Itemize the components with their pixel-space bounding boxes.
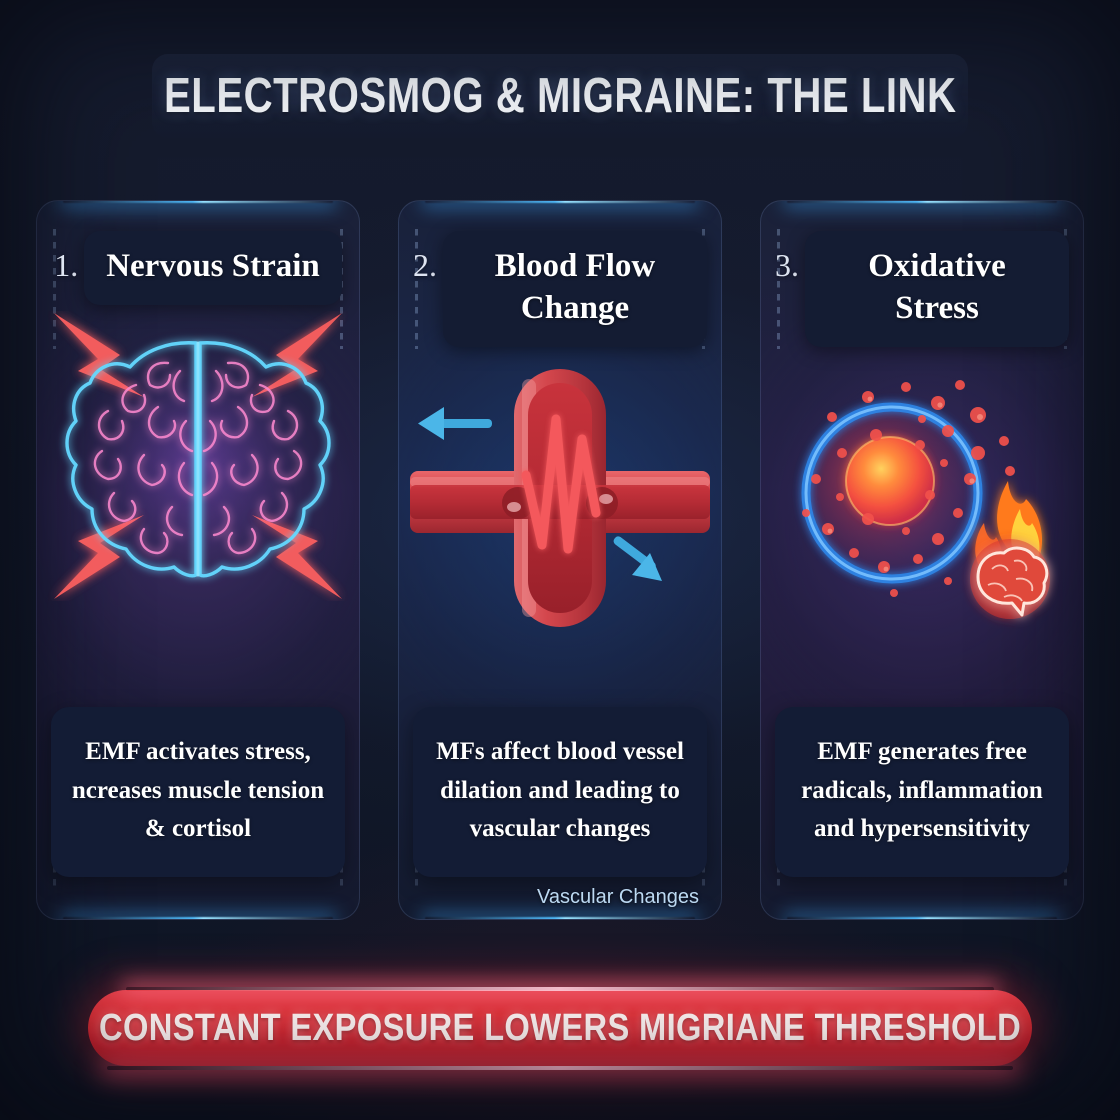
card-top-glow xyxy=(62,201,334,203)
cell-free-radicals-burning-brain-icon xyxy=(761,353,1083,643)
dot-decoration-left xyxy=(777,229,780,349)
vascular-changes-arrow xyxy=(613,536,662,582)
card-heading: Blood Flow Change xyxy=(494,248,656,327)
title-plate: ELECTROSMOG & MIGRAINE: THE LINK xyxy=(152,54,968,138)
dot-decoration-left xyxy=(415,229,418,349)
card-oxidative-stress[interactable]: 3. Oxidative Stress xyxy=(760,200,1084,920)
bottom-banner[interactable]: CONSTANT EXPOSURE LOWERS MIGRIANE THRESH… xyxy=(88,987,1032,1070)
card-row: 1. Nervous Strain xyxy=(36,200,1084,920)
card-body-text: MFs affect blood vessel dilation and lea… xyxy=(436,737,684,843)
heading-plate: Nervous Strain xyxy=(84,231,342,306)
card-body-plate: MFs affect blood vessel dilation and lea… xyxy=(413,706,707,877)
heading-plate: Oxidative Stress xyxy=(805,231,1069,348)
card-nervous-strain[interactable]: 1. Nervous Strain xyxy=(36,200,360,920)
vascular-changes-text: Vascular Changes xyxy=(537,885,699,908)
card-bottom-glow xyxy=(62,917,334,919)
bottom-banner-text: CONSTANT EXPOSURE LOWERS MIGRIANE THRESH… xyxy=(98,1006,1022,1049)
blood-vessel-junction-icon xyxy=(399,353,721,643)
card-body-plate: EMF generates free radicals, inflammatio… xyxy=(775,706,1069,877)
neon-brain-lightning-icon xyxy=(37,311,359,601)
card-heading: Nervous Strain xyxy=(106,248,320,284)
heading-plate: Blood Flow Change xyxy=(443,231,707,348)
card-body-text: EMF activates stress, ncreases muscle te… xyxy=(71,737,325,843)
vascular-changes-label: Vascular Changes xyxy=(537,885,699,909)
page-title: ELECTROSMOG & MIGRAINE: THE LINK xyxy=(163,69,957,123)
card-bottom-glow xyxy=(424,917,696,919)
flow-arrow-left xyxy=(418,407,492,441)
step-number: 2. xyxy=(413,247,437,283)
card-bottom-glow xyxy=(786,917,1058,919)
card-header: 1. Nervous Strain xyxy=(37,201,359,306)
card-body-text: EMF generates free radicals, inflammatio… xyxy=(801,737,1043,843)
step-number: 1. xyxy=(54,247,79,283)
card-top-glow xyxy=(424,201,696,203)
dot-decoration-left xyxy=(53,229,56,349)
bottom-banner-wrap: CONSTANT EXPOSURE LOWERS MIGRIANE THRESH… xyxy=(88,987,1032,1070)
card-header: 3. Oxidative Stress xyxy=(761,201,1083,348)
card-body-plate: EMF activates stress, ncreases muscle te… xyxy=(51,706,345,877)
card-top-glow xyxy=(786,201,1058,203)
card-header: 2. Blood Flow Change xyxy=(399,201,721,348)
card-blood-flow-change[interactable]: 2. Blood Flow Change xyxy=(398,200,722,920)
step-number: 3. xyxy=(775,247,799,283)
card-heading: Oxidative Stress xyxy=(868,248,1006,327)
